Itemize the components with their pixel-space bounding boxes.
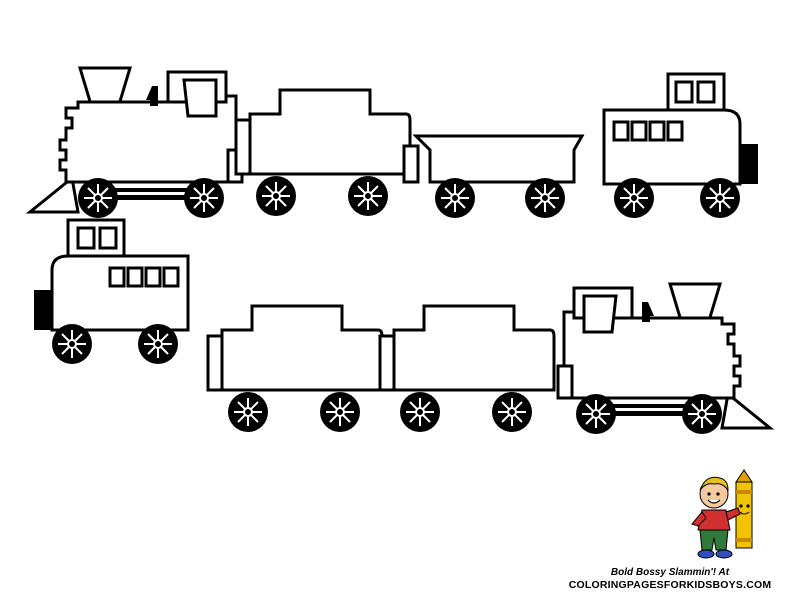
top-train [30, 68, 758, 218]
bottom-train [34, 220, 770, 434]
credit-line-1: Bold Bossy Slammin'! At [610, 567, 730, 578]
credit-line-2: COLORINGPAGESFORKIDSBOYS.COM [568, 579, 772, 591]
bottom-caboose [34, 220, 188, 364]
mascot-logo [691, 469, 753, 559]
top-box-car [236, 90, 410, 216]
bottom-box-car-1 [208, 306, 382, 432]
top-locomotive [30, 68, 242, 218]
bottom-locomotive [558, 284, 770, 434]
top-flat-car [402, 134, 585, 219]
top-caboose [604, 74, 758, 218]
bottom-box-car-2 [380, 306, 554, 432]
site-credit: Bold Bossy Slammin'! At COLORINGPAGESFOR… [560, 566, 780, 592]
